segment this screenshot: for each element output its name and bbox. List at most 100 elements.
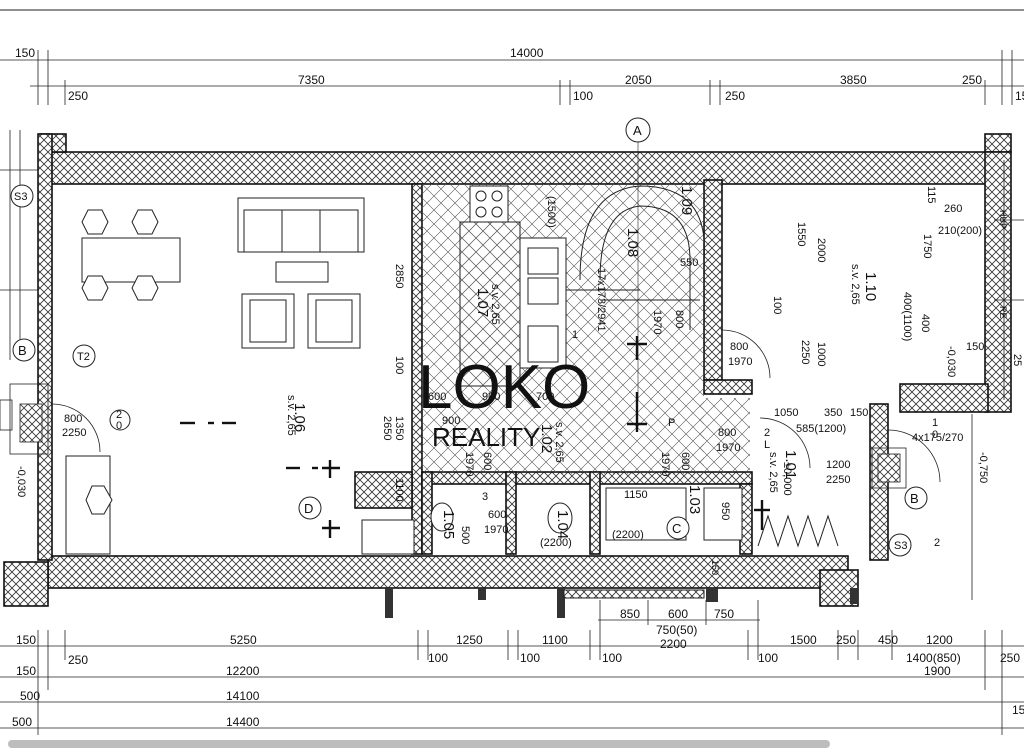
dim-label: 250: [68, 653, 88, 667]
dim-label: 1000: [815, 342, 827, 366]
room-number: 1.07: [474, 288, 491, 317]
dim-label: 15: [1012, 703, 1024, 717]
dim-label: 2200: [660, 637, 687, 651]
dim-label: 1550: [795, 222, 807, 246]
dim-label: 150: [15, 46, 35, 60]
dim-label: 1350: [393, 416, 405, 440]
dim-label: 600: [668, 607, 688, 621]
watermark-logo: LOKO REALITY: [418, 353, 590, 452]
dim-label: 800: [718, 427, 736, 439]
fraction-bottom: 0: [932, 429, 938, 441]
dim-label: 5250: [230, 633, 257, 647]
dim-label: 900: [482, 391, 500, 403]
dim-label: 250: [725, 89, 745, 103]
right-exterior: [871, 160, 1024, 600]
room-ceiling-height: s.v. 2,65: [285, 395, 297, 436]
marker-d: D: [304, 501, 313, 516]
fraction-top: 1: [932, 417, 938, 429]
room-ceiling-height: s.v. 2,65: [489, 284, 501, 325]
dim-label: 2050: [625, 73, 652, 87]
dim-label: 750(50): [656, 623, 697, 637]
walls: [3, 133, 1012, 607]
horizontal-scrollbar[interactable]: [8, 740, 830, 748]
label-hup: HUP: [998, 210, 1008, 229]
dimensions-top: [0, 50, 1024, 105]
dim-label: 14000: [510, 46, 544, 60]
dim-label: 1500: [790, 633, 817, 647]
left-exterior: [0, 130, 49, 455]
dim-label: 900: [442, 415, 460, 427]
dim-label: 100: [393, 356, 405, 374]
dim-label: 1900: [924, 664, 951, 678]
dim-label: 150: [16, 633, 36, 647]
dim-label: 550: [680, 257, 698, 269]
dim-label: 2250: [826, 474, 850, 486]
dim-label: 100: [602, 651, 622, 665]
dim-label: 12200: [226, 664, 260, 678]
dim-label: 1250: [456, 633, 483, 647]
dim-label: 585(1200): [796, 423, 846, 435]
dim-label: 1100: [542, 633, 568, 647]
interior-dimensions: 800 2250 2850 100 2650 1350 1100 600 900…: [15, 186, 1023, 575]
dim-label: 1150: [624, 489, 648, 501]
marker-b: B: [910, 491, 919, 506]
dim-label: 250: [68, 89, 88, 103]
dim-label: 1100: [393, 478, 405, 502]
fraction-top: 2: [116, 409, 122, 421]
room-number: 1.04: [554, 510, 571, 539]
dim-label: 1200: [826, 459, 850, 471]
dim-label: 2250: [799, 340, 811, 364]
dim-label: 260: [944, 203, 962, 215]
room-number: 1.05: [440, 510, 457, 539]
foundation-marks: [385, 588, 858, 618]
dim-label: 2650: [381, 416, 393, 440]
dimensions-bottom: [0, 600, 1024, 735]
dim-label: 14100: [226, 689, 260, 703]
dim-label: 150: [850, 407, 868, 419]
dim-label: 2250: [62, 427, 86, 439]
dim-label: 1970: [728, 356, 752, 368]
marker-b: B: [18, 343, 27, 358]
dim-label: 4x175/270: [912, 432, 963, 444]
dim-label: 2850: [393, 264, 405, 288]
marker-a: A: [633, 123, 642, 138]
dim-label: 1050: [774, 407, 798, 419]
dim-label: 15: [1015, 89, 1024, 103]
dim-label: 100: [573, 89, 593, 103]
dim-label: 500: [20, 689, 40, 703]
level-mark: -0,750: [977, 452, 989, 483]
level-mark: -0,030: [15, 466, 27, 497]
dim-label: 150: [966, 341, 984, 353]
watermark-logo-text: LOKO: [418, 353, 590, 422]
dim-label: 1: [572, 329, 578, 341]
fraction-top: P: [668, 417, 675, 429]
dim-label: 1970: [484, 524, 508, 536]
label-re: RE: [998, 306, 1008, 319]
dim-label: 500: [459, 526, 471, 544]
level-mark: ±0,000: [781, 462, 793, 496]
dim-label: 3850: [840, 73, 867, 87]
dim-label: 700: [536, 391, 554, 403]
watermark-tagline: REALITY: [432, 422, 540, 452]
dim-label: 400(1100): [901, 292, 913, 341]
room-number: 1.02: [538, 424, 555, 453]
room-number: 1.01: [782, 450, 799, 479]
dim-label: 350: [824, 407, 842, 419]
dim-label: 115: [925, 186, 937, 204]
dim-label: 100: [428, 651, 448, 665]
dim-label: 1970: [651, 310, 663, 334]
dim-label: 2000: [815, 238, 827, 262]
dim-label: (1500): [545, 196, 557, 228]
fraction-top: 3: [482, 491, 488, 503]
dim-label: 150: [16, 664, 36, 678]
dim-label: 1750: [921, 234, 933, 258]
stair-curve: [566, 185, 705, 330]
room-number: 1.03: [686, 485, 703, 514]
stair-spec: 17x173/2941: [595, 268, 607, 332]
dim-label: 800: [730, 341, 748, 353]
dim-label: 100: [520, 651, 540, 665]
fraction-top: 2: [934, 537, 940, 549]
furniture: [65, 185, 839, 555]
dim-label: 150: [710, 560, 720, 575]
